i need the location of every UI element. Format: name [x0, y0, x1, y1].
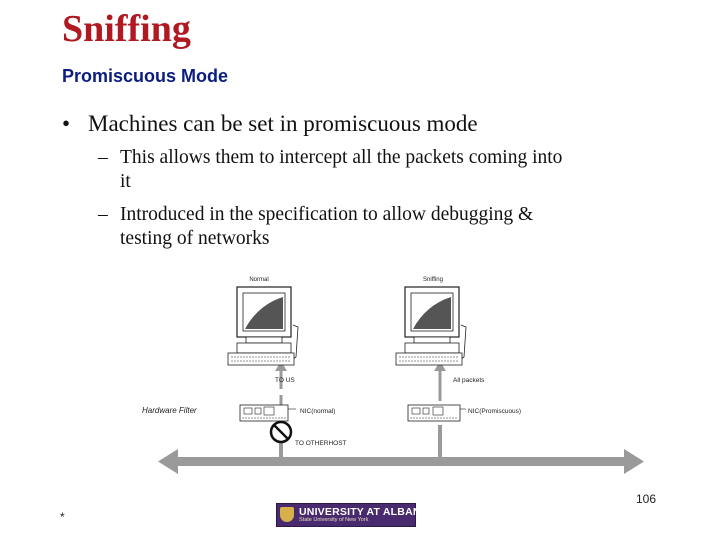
to-otherhost-label: TO OTHERHOST — [295, 440, 347, 447]
normal-label: Normal — [249, 277, 268, 283]
normal-up-arrowhead — [275, 361, 287, 371]
nic-normal-label: NIC(normal) — [300, 408, 335, 415]
bullet-dot: • — [62, 111, 71, 136]
bullet-text: Machines can be set in promiscuous mode — [88, 111, 478, 136]
to-us-label: TO US — [275, 377, 295, 384]
network-bus — [158, 449, 644, 474]
normal-computer-icon — [227, 286, 299, 366]
nic-promiscuous-icon — [407, 404, 466, 422]
sub-bullet-dash: – — [98, 204, 108, 225]
slide-title: Sniffing — [62, 8, 191, 50]
crest-icon — [280, 507, 294, 522]
all-packets-label: All packets — [453, 377, 485, 384]
sub-bullet-line: testing of networks — [120, 227, 270, 249]
blocked-icon — [269, 420, 293, 444]
hardware-filter-label: Hardware Filter — [142, 406, 197, 415]
footer-star: * — [60, 510, 65, 524]
slide-number: 106 — [636, 492, 657, 506]
logo-subtext: State University of New York — [299, 517, 369, 523]
sniffing-computer-icon — [395, 286, 467, 366]
sniffing-label: Sniffing — [423, 277, 443, 283]
promiscuous-mode-diagram: Normal Sniffing TO US All packets Hardwa… — [142, 277, 644, 474]
sub-bullet-text: This allows them to intercept all the pa… — [120, 146, 562, 194]
sub-bullet-line: This allows them to intercept all the pa… — [120, 147, 563, 168]
sub-bullet-line: it — [120, 170, 131, 192]
nic-promiscuous-label: NIC(Promiscuous) — [468, 408, 521, 415]
nic-normal-icon — [239, 404, 296, 422]
sub-bullet-dash: – — [98, 147, 108, 168]
university-logo: UNIVERSITY AT ALBANY State University of… — [276, 503, 428, 527]
sniffing-up-arrowhead — [434, 361, 446, 371]
slide-subtitle: Promiscuous Mode — [62, 66, 229, 86]
sub-bullet-line: Introduced in the specification to allow… — [120, 204, 534, 225]
logo-text: UNIVERSITY AT ALBANY — [299, 506, 428, 518]
sub-bullet-text: Introduced in the specification to allow… — [120, 203, 533, 251]
